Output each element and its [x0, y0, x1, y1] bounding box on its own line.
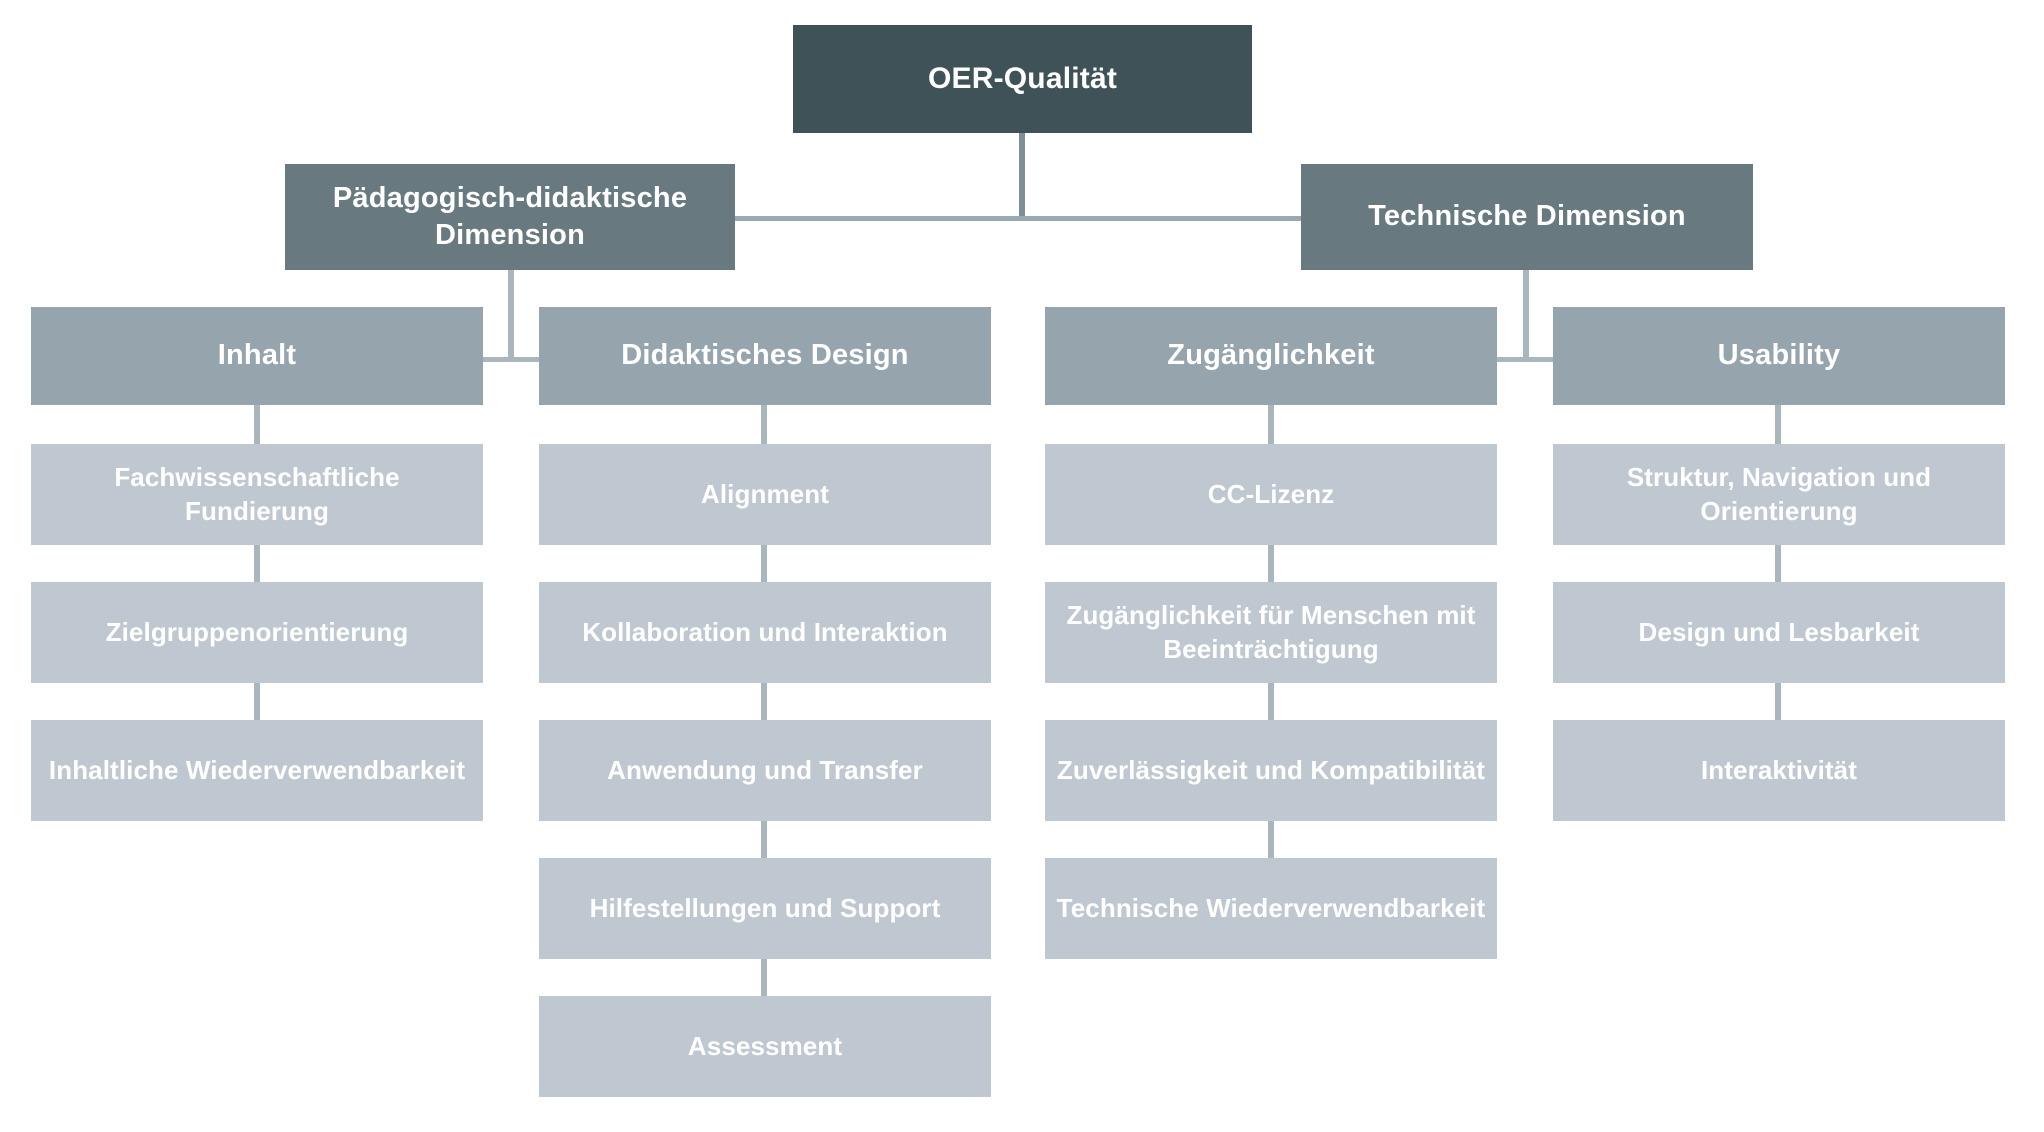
connector-col3-a	[1268, 405, 1274, 444]
connector-col2-c	[761, 683, 767, 720]
node-item-kollaboration-und-interaktion[interactable]: Kollaboration und Interaktion	[539, 582, 991, 683]
node-category-usability[interactable]: Usability	[1553, 307, 2005, 405]
connector-col3-d	[1268, 821, 1274, 858]
node-item-hilfestellungen-und-support[interactable]: Hilfestellungen und Support	[539, 858, 991, 959]
connector-col4-a	[1775, 405, 1781, 444]
connector-root-bar	[735, 216, 1301, 221]
node-item-zugaenglichkeit-fuer-menschen-mit-beeintraechtigung[interactable]: Zugänglichkeit für Menschen mit Beeinträ…	[1045, 582, 1497, 683]
node-root-oer-qualitaet[interactable]: OER-Qualität	[793, 25, 1252, 133]
node-item-assessment[interactable]: Assessment	[539, 996, 991, 1097]
connector-col4-c	[1775, 683, 1781, 720]
node-dimension-technisch[interactable]: Technische Dimension	[1301, 164, 1753, 270]
node-item-interaktivitaet[interactable]: Interaktivität	[1553, 720, 2005, 821]
connector-col2-a	[761, 405, 767, 444]
connector-col3-b	[1268, 545, 1274, 582]
connector-col1-a	[254, 405, 260, 444]
node-item-alignment[interactable]: Alignment	[539, 444, 991, 545]
connector-col1-b	[254, 545, 260, 582]
connector-tech-stem	[1523, 270, 1529, 362]
node-item-cc-lizenz[interactable]: CC-Lizenz	[1045, 444, 1497, 545]
connector-col3-c	[1268, 683, 1274, 720]
node-item-anwendung-und-transfer[interactable]: Anwendung und Transfer	[539, 720, 991, 821]
connector-tech-bar	[1497, 357, 1553, 362]
connector-col4-b	[1775, 545, 1781, 582]
node-item-zuverlaessigkeit-und-kompatibilitaet[interactable]: Zuverlässigkeit und Kompatibilität	[1045, 720, 1497, 821]
connector-paed-stem	[508, 270, 514, 362]
node-category-inhalt[interactable]: Inhalt	[31, 307, 483, 405]
connector-col1-c	[254, 683, 260, 720]
node-item-struktur-navigation-und-orientierung[interactable]: Struktur, Navigation und Orientierung	[1553, 444, 2005, 545]
node-category-didaktisches-design[interactable]: Didaktisches Design	[539, 307, 991, 405]
connector-paed-bar	[483, 357, 539, 362]
node-item-technische-wiederverwendbarkeit[interactable]: Technische Wiederverwendbarkeit	[1045, 858, 1497, 959]
connector-col2-e	[761, 959, 767, 996]
connector-col2-b	[761, 545, 767, 582]
node-item-fachwissenschaftliche-fundierung[interactable]: Fachwissenschaftliche Fundierung	[31, 444, 483, 545]
node-category-zugaenglichkeit[interactable]: Zugänglichkeit	[1045, 307, 1497, 405]
node-dimension-paedagogisch-didaktisch[interactable]: Pädagogisch-didaktische Dimension	[285, 164, 735, 270]
connector-root-stem	[1019, 133, 1025, 221]
connector-col2-d	[761, 821, 767, 858]
node-item-design-und-lesbarkeit[interactable]: Design und Lesbarkeit	[1553, 582, 2005, 683]
node-item-inhaltliche-wiederverwendbarkeit[interactable]: Inhaltliche Wiederverwendbarkeit	[31, 720, 483, 821]
node-item-zielgruppenorientierung[interactable]: Zielgruppenorientierung	[31, 582, 483, 683]
